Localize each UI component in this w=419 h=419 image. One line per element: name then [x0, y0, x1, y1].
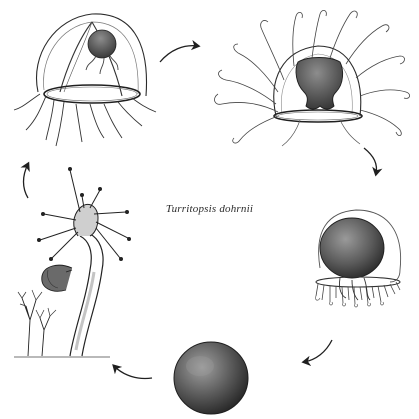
- cyst-icon: [174, 342, 248, 414]
- polyp-icon: [14, 167, 131, 357]
- arrow-adult-to-young: [160, 46, 198, 62]
- arrow-degenerating-to-cyst: [304, 340, 332, 362]
- arrow-cyst-to-polyp: [114, 366, 152, 379]
- arrow-polyp-to-adult: [24, 164, 29, 198]
- arrow-young-to-degenerating: [364, 148, 377, 174]
- medusa-young-icon: [215, 10, 410, 146]
- medusa-adult-icon: [14, 14, 156, 146]
- medusa-degenerating-icon: [315, 210, 400, 307]
- species-label: Turritopsis dohrnii: [0, 203, 419, 215]
